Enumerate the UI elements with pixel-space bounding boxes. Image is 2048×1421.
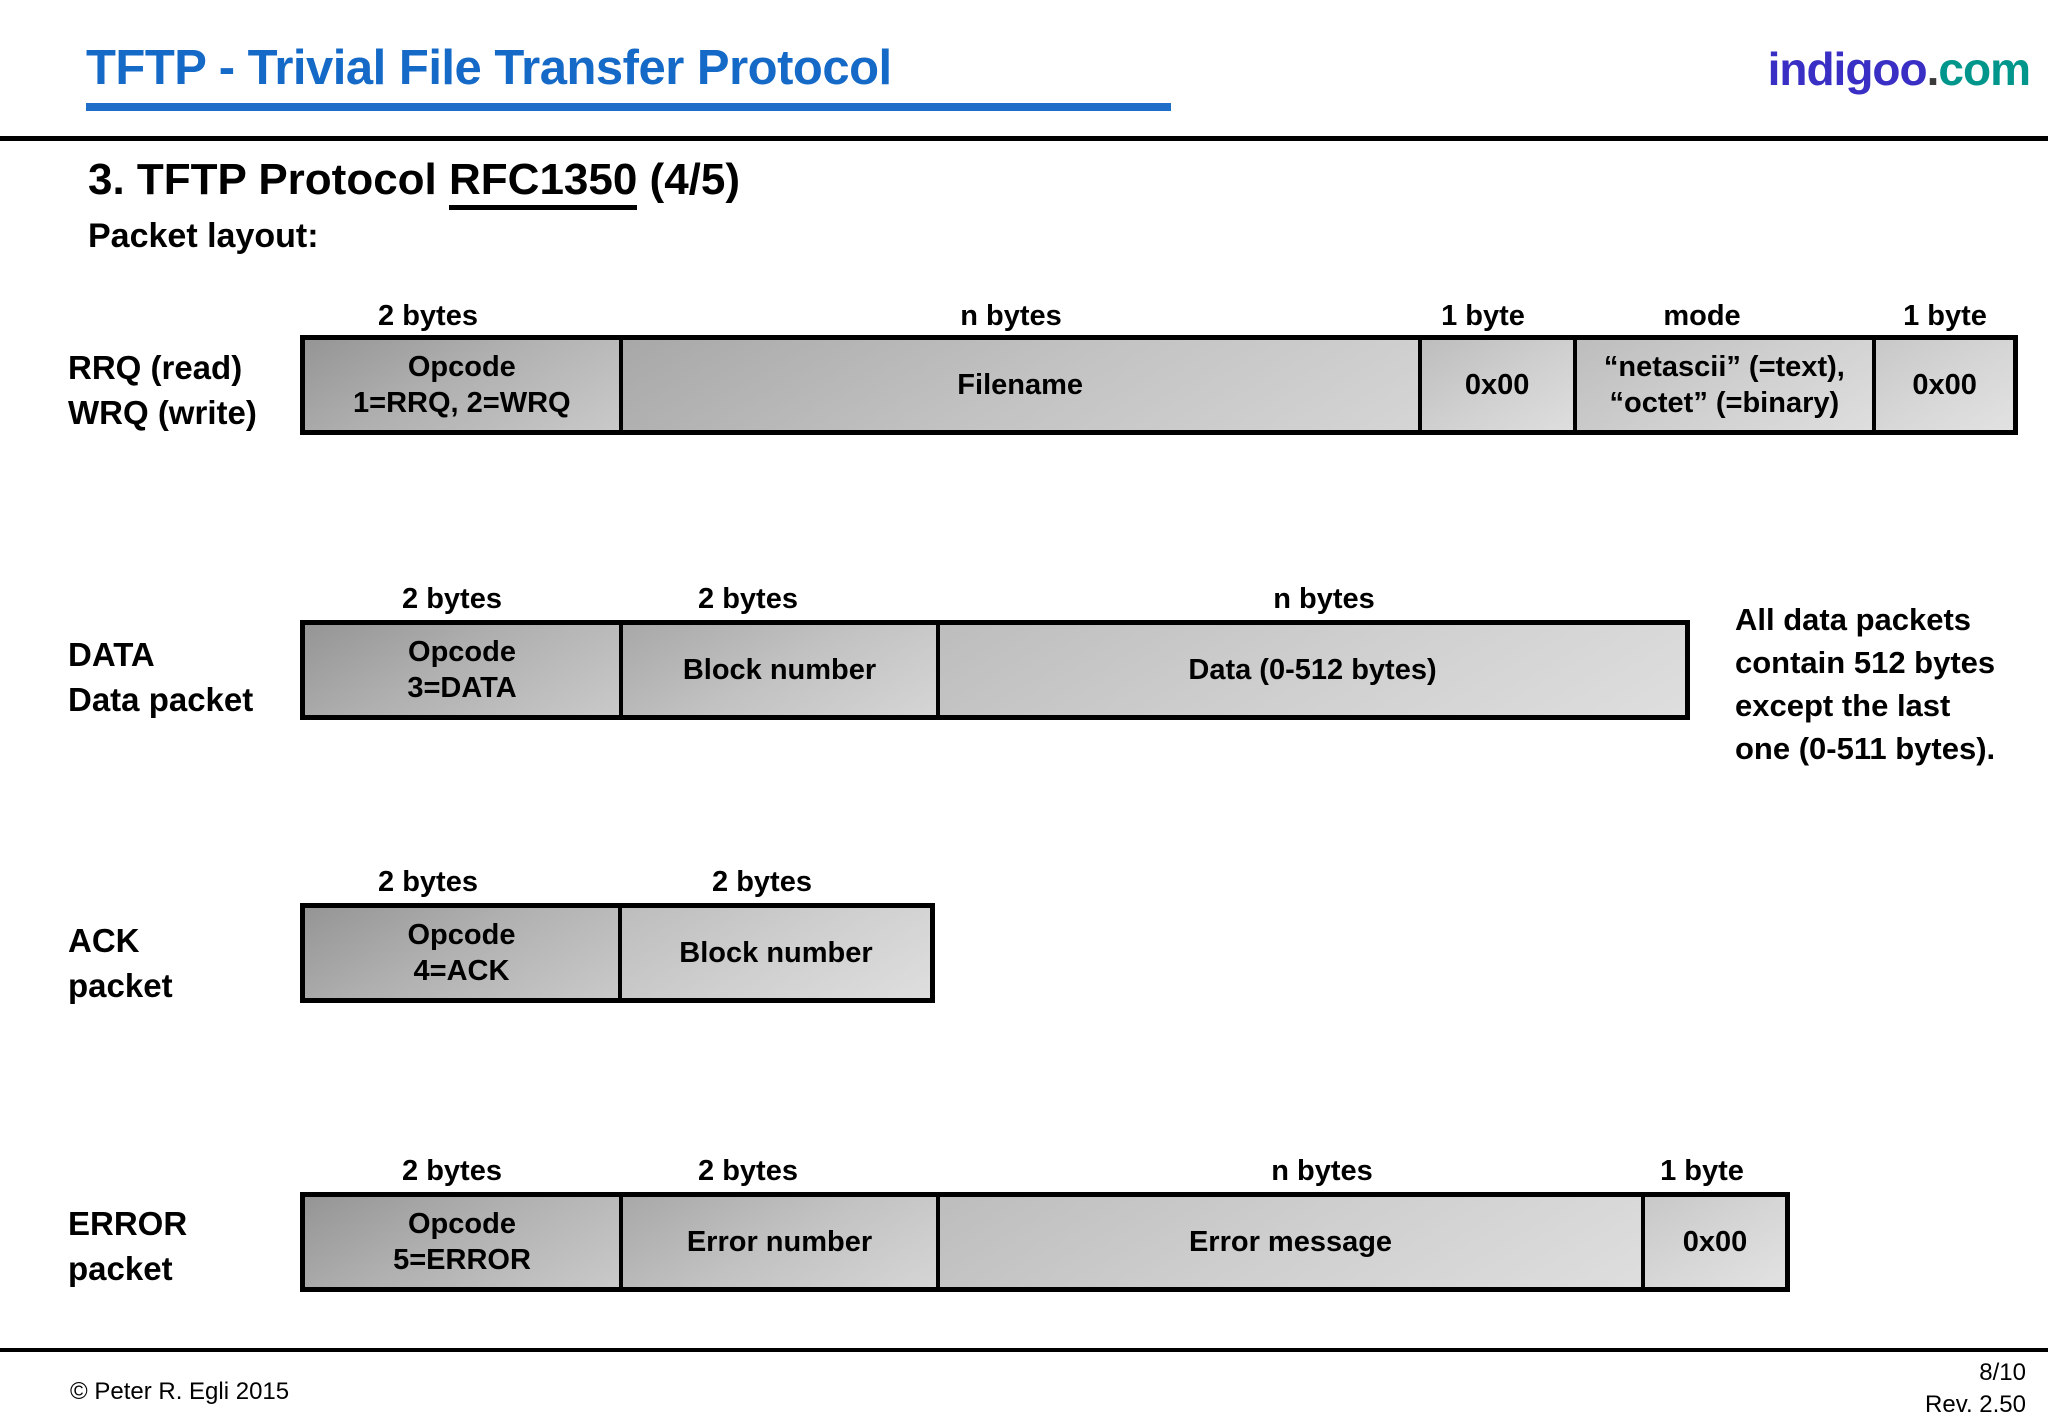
packet-cell-error-number[interactable]: Error number bbox=[623, 1197, 940, 1287]
size-label-data-block-number: 2 bytes bbox=[698, 583, 798, 615]
cell-text-line: “netascii” (=text), bbox=[1603, 351, 1845, 383]
packet-cell-rrq-filename[interactable]: Filename bbox=[622, 340, 1422, 430]
packet-label-line: WRQ (write) bbox=[68, 394, 257, 431]
cell-text-line: 5=ERROR bbox=[393, 1244, 531, 1276]
cell-text-line: Block number bbox=[679, 937, 873, 969]
slide-title-rfc-link[interactable]: RFC1350 bbox=[449, 155, 638, 210]
packet-label-line: packet bbox=[68, 1250, 173, 1287]
indigoo-logo[interactable]: indigoo.com bbox=[1767, 42, 2031, 96]
packet-cell-rrq-opcode[interactable]: Opcode 1=RRQ, 2=WRQ bbox=[305, 340, 623, 430]
packet-label-line: DATA bbox=[68, 636, 155, 673]
size-label-data-payload: n bytes bbox=[1273, 583, 1375, 615]
packet-cell-error-message[interactable]: Error message bbox=[940, 1197, 1645, 1287]
note-line: one (0-511 bytes). bbox=[1735, 731, 1996, 766]
logo-name-text: indigoo bbox=[1767, 43, 1928, 95]
packet-error: Opcode 5=ERROR Error number Error messag… bbox=[300, 1192, 1790, 1292]
slide-title-suffix: (4/5) bbox=[637, 155, 741, 204]
page-header-title-underline bbox=[86, 103, 1171, 111]
footer-page-number: 8/10 bbox=[1979, 1359, 2026, 1386]
cell-text-line: Filename bbox=[957, 369, 1084, 401]
logo-tld-text: com bbox=[1938, 43, 2031, 95]
slide-title: 3. TFTP Protocol RFC1350 (4/5) bbox=[88, 155, 741, 210]
cell-text-line: Opcode bbox=[408, 636, 516, 668]
page-header: TFTP - Trivial File Transfer Protocol in… bbox=[0, 0, 2048, 136]
note-line: except the last bbox=[1735, 688, 1951, 723]
header-divider bbox=[0, 136, 2048, 141]
packet-cell-data-payload[interactable]: Data (0-512 bytes) bbox=[940, 625, 1685, 715]
packet-label-ack: ACK packet bbox=[68, 918, 173, 1008]
slide-subtitle: Packet layout: bbox=[88, 217, 319, 255]
packet-label-line: ACK bbox=[68, 922, 140, 959]
cell-text-line: 0x00 bbox=[1682, 1226, 1748, 1258]
packet-cell-data-opcode[interactable]: Opcode 3=DATA bbox=[305, 625, 623, 715]
cell-text-line: 0x00 bbox=[1464, 369, 1530, 401]
cell-text-line: Block number bbox=[682, 654, 877, 686]
size-label-rrq-terminator-2: 1 byte bbox=[1903, 300, 1987, 332]
packet-cell-rrq-mode[interactable]: “netascii” (=text), “octet” (=binary) bbox=[1576, 340, 1877, 430]
packet-label-line: Data packet bbox=[68, 681, 254, 718]
size-label-rrq-opcode: 2 bytes bbox=[378, 300, 478, 332]
size-label-ack-block-number: 2 bytes bbox=[712, 866, 812, 898]
packet-label-data: DATA Data packet bbox=[68, 632, 253, 722]
cell-text-line: Data (0-512 bytes) bbox=[1188, 654, 1437, 686]
cell-text-line: Opcode bbox=[407, 351, 516, 383]
packet-label-line: packet bbox=[68, 967, 173, 1004]
footer-divider bbox=[0, 1348, 2048, 1352]
size-label-rrq-mode: mode bbox=[1663, 300, 1741, 332]
packet-cell-ack-block-number[interactable]: Block number bbox=[621, 908, 930, 998]
packet-cell-error-opcode[interactable]: Opcode 5=ERROR bbox=[305, 1197, 623, 1287]
page-header-title: TFTP - Trivial File Transfer Protocol bbox=[86, 41, 892, 95]
cell-text-line: Opcode bbox=[407, 919, 516, 951]
size-label-rrq-terminator-1: 1 byte bbox=[1441, 300, 1525, 332]
data-packet-note: All data packets contain 512 bytes excep… bbox=[1735, 598, 1995, 770]
slide-title-prefix: 3. TFTP Protocol bbox=[88, 155, 450, 204]
packet-cell-error-terminator[interactable]: 0x00 bbox=[1645, 1197, 1785, 1287]
packet-data: Opcode 3=DATA Block number Data (0-512 b… bbox=[300, 620, 1690, 720]
cell-text-line: 0x00 bbox=[1912, 369, 1977, 401]
note-line: contain 512 bytes bbox=[1735, 645, 1996, 680]
packet-ack: Opcode 4=ACK Block number bbox=[300, 903, 935, 1003]
note-line: All data packets bbox=[1735, 602, 1972, 637]
packet-label-line: RRQ (read) bbox=[68, 349, 243, 386]
packet-cell-rrq-terminator-1[interactable]: 0x00 bbox=[1421, 340, 1577, 430]
size-label-error-opcode: 2 bytes bbox=[402, 1155, 502, 1187]
packet-label-line: ERROR bbox=[68, 1205, 188, 1242]
logo-dot-text: . bbox=[1926, 43, 1940, 95]
packet-label-rrq-wrq: RRQ (read) WRQ (write) bbox=[68, 345, 257, 435]
size-label-error-number: 2 bytes bbox=[698, 1155, 798, 1187]
packet-cell-ack-opcode[interactable]: Opcode 4=ACK bbox=[305, 908, 622, 998]
footer-meta: 8/10 Rev. 2.50 bbox=[1925, 1357, 2026, 1421]
packet-rrq-wrq: Opcode 1=RRQ, 2=WRQ Filename 0x00 “netas… bbox=[300, 335, 2018, 435]
packet-cell-rrq-terminator-2[interactable]: 0x00 bbox=[1876, 340, 2013, 430]
footer-revision: Rev. 2.50 bbox=[1925, 1391, 2026, 1418]
cell-text-line: 1=RRQ, 2=WRQ bbox=[353, 387, 571, 419]
size-label-error-message: n bytes bbox=[1271, 1155, 1373, 1187]
cell-text-line: 3=DATA bbox=[407, 672, 517, 704]
packet-label-error: ERROR packet bbox=[68, 1201, 187, 1291]
size-label-ack-opcode: 2 bytes bbox=[378, 866, 478, 898]
cell-text-line: Opcode bbox=[408, 1208, 516, 1240]
packet-cell-data-block-number[interactable]: Block number bbox=[623, 625, 940, 715]
size-label-rrq-filename: n bytes bbox=[960, 300, 1062, 332]
cell-text-line: “octet” (=binary) bbox=[1609, 387, 1840, 419]
cell-text-line: 4=ACK bbox=[413, 955, 510, 987]
cell-text-line: Error number bbox=[686, 1226, 873, 1258]
cell-text-line: Error message bbox=[1188, 1226, 1393, 1258]
footer-copyright: © Peter R. Egli 2015 bbox=[70, 1378, 290, 1405]
size-label-data-opcode: 2 bytes bbox=[402, 583, 502, 615]
size-label-error-terminator: 1 byte bbox=[1660, 1155, 1744, 1187]
